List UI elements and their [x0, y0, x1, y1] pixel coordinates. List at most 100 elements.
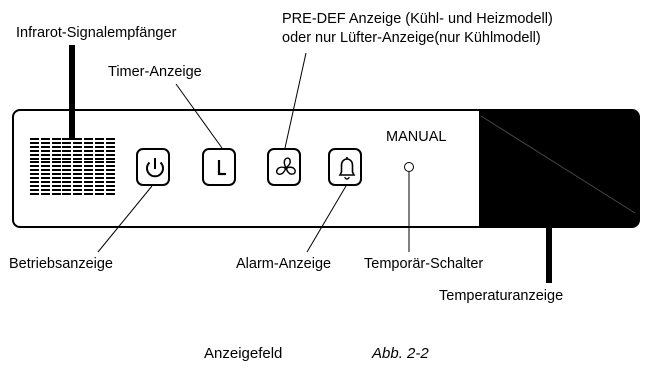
ir-grid-cell [73, 153, 83, 156]
leader-predef [284, 52, 307, 149]
power-indicator [136, 148, 170, 186]
ir-grid-cell [51, 173, 61, 176]
ir-grid-cell [105, 141, 115, 144]
ir-grid-cell [94, 145, 104, 148]
ir-grid-cell [73, 188, 83, 191]
ir-grid-cell [30, 153, 39, 156]
ir-grid-cell [51, 177, 61, 179]
ir-grid-cell [30, 177, 39, 179]
ir-grid-cell [51, 184, 61, 187]
ir-grid-cell [84, 145, 93, 148]
ir-grid-cell [51, 169, 61, 172]
ir-grid-cell [73, 149, 83, 152]
ir-grid-cell [73, 141, 83, 144]
ir-grid-cell [30, 188, 39, 191]
ir-grid-cell [40, 153, 50, 156]
ir-grid-cell [105, 153, 115, 156]
ir-grid-cell [30, 173, 39, 176]
led-icon [404, 162, 414, 172]
ir-grid-cell [40, 177, 50, 179]
ir-grid-cell [51, 138, 61, 140]
ir-grid-cell [51, 153, 61, 156]
ir-grid-cell [73, 165, 83, 168]
ir-grid-cell [51, 149, 61, 152]
ir-grid-cell [105, 169, 115, 172]
ir-grid-cell [51, 180, 61, 183]
ir-grid-cell [73, 169, 83, 172]
ir-grid-cell [62, 169, 72, 172]
ir-grid-cell [62, 165, 72, 168]
ir-grid-cell [84, 169, 93, 172]
ir-grid-cell [30, 184, 39, 187]
ir-grid-cell [73, 145, 83, 148]
ir-grid-cell [94, 173, 104, 176]
ir-grid-cell [30, 149, 39, 152]
ir-grid-cell [30, 161, 39, 164]
label-temp-switch: Temporär-Schalter [364, 256, 484, 272]
ir-grid-cell [84, 177, 93, 179]
label-alarm: Alarm-Anzeige [236, 256, 332, 272]
ir-grid-cell [94, 180, 104, 183]
ir-grid-cell [73, 157, 83, 160]
leader-alarm [306, 185, 347, 253]
ir-grid-cell [30, 192, 39, 195]
ir-grid-cell [84, 149, 93, 152]
ir-grid-cell [84, 192, 93, 195]
timer-icon [217, 160, 226, 176]
ir-grid-cell [73, 180, 83, 183]
ir-grid-cell [30, 165, 39, 168]
ir-grid-cell [84, 173, 93, 176]
ir-grid-cell [105, 161, 115, 164]
ir-grid-cell [94, 161, 104, 164]
ir-grid-cell [73, 138, 83, 140]
ir-grid-cell [40, 161, 50, 164]
bell-icon [338, 157, 356, 180]
ir-grid-cell [62, 138, 72, 140]
ir-grid-cell [84, 153, 93, 156]
ir-grid-cell [62, 188, 72, 191]
ir-grid-cell [84, 180, 93, 183]
ir-grid-cell [94, 153, 104, 156]
label-timer: Timer-Anzeige [108, 64, 202, 80]
ir-grid-cell [94, 169, 104, 172]
fan-indicator [267, 148, 301, 186]
ir-grid-cell [30, 180, 39, 183]
ir-grid-cell [62, 161, 72, 164]
label-predef-line1: PRE-DEF Anzeige (Kühl- und Heizmodell) [282, 11, 553, 27]
ir-grid-cell [40, 141, 50, 144]
ir-grid-cell [105, 149, 115, 152]
ir-grid-cell [51, 188, 61, 191]
ir-grid-cell [51, 145, 61, 148]
ir-grid-cell [94, 192, 104, 195]
display-reflection [480, 115, 636, 214]
ir-grid-cell [40, 138, 50, 140]
ir-grid-cell [94, 177, 104, 179]
ir-grid-cell [84, 188, 93, 191]
ir-grid-cell [94, 165, 104, 168]
ir-grid-cell [62, 184, 72, 187]
fan-icon [275, 157, 296, 175]
caption-title: Anzeigefeld [204, 345, 283, 362]
ir-grid-cell [30, 145, 39, 148]
power-icon [146, 158, 164, 178]
ir-grid-cell [73, 173, 83, 176]
ir-grid-cell [62, 149, 72, 152]
ir-grid-cell [105, 180, 115, 183]
timer-indicator [202, 148, 236, 186]
label-infrared-receiver: Infrarot-Signalempfänger [16, 25, 177, 41]
label-operation: Betriebsanzeige [9, 256, 113, 272]
ir-grid-cell [62, 153, 72, 156]
ir-grid-cell [62, 192, 72, 195]
ir-grid-cell [51, 192, 61, 195]
ir-grid-cell [40, 192, 50, 195]
ir-grid-cell [40, 149, 50, 152]
temperature-display [479, 110, 639, 227]
ir-grid-cell [51, 141, 61, 144]
ir-grid-cell [84, 184, 93, 187]
ir-grid-cell [84, 161, 93, 164]
ir-grid-cell [105, 165, 115, 168]
leader-operation [97, 185, 153, 253]
ir-grid-cell [51, 157, 61, 160]
ir-grid-cell [62, 180, 72, 183]
